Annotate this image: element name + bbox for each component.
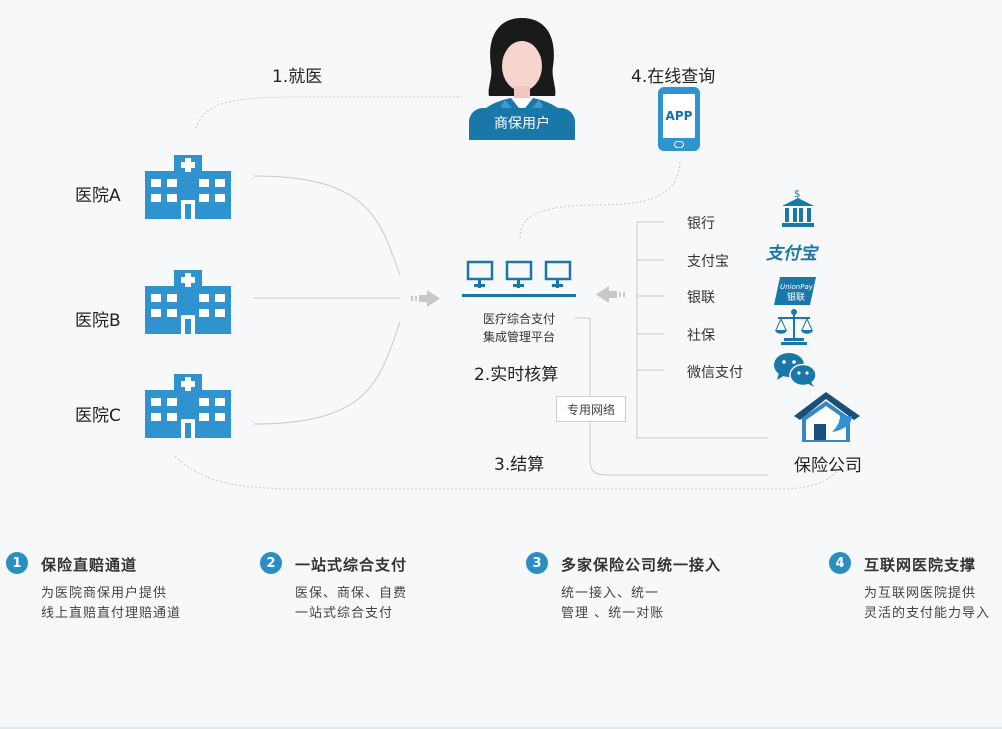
hospital-c-line bbox=[253, 321, 401, 425]
platform-label-line2: 集成管理平台 bbox=[482, 330, 555, 344]
step-1-label: 1.就医 bbox=[272, 67, 323, 87]
arrow-right-icon bbox=[411, 290, 440, 307]
hospital-a-icon bbox=[145, 155, 231, 219]
svg-text:支付宝: 支付宝 bbox=[766, 244, 820, 264]
svg-text:$: $ bbox=[794, 189, 800, 200]
feature-3-number: 3 bbox=[526, 552, 548, 574]
unionpay-icon: UnionPay 银联 bbox=[774, 277, 816, 305]
feature-1-title: 保险直赔通道 bbox=[41, 556, 138, 574]
bank-icon: $ bbox=[782, 189, 814, 227]
feature-2-title: 一站式综合支付 bbox=[295, 556, 408, 574]
svg-text:UnionPay: UnionPay bbox=[780, 283, 814, 291]
alipay-icon: 支付宝 bbox=[766, 244, 820, 264]
hospital-b-icon bbox=[145, 270, 231, 334]
step-4-label: 4.在线查询 bbox=[631, 67, 716, 87]
arrow-left-icon bbox=[596, 286, 625, 303]
dedicated-network-label: 专用网络 bbox=[556, 396, 626, 422]
network-monitors-icon bbox=[462, 260, 576, 297]
step1-line bbox=[195, 96, 462, 129]
feature-2-desc: 医保、商保、自费 一站式综合支付 bbox=[295, 586, 408, 621]
wechat-icon bbox=[774, 353, 817, 387]
app-phone-icon: APP bbox=[658, 87, 700, 151]
platform-label-line1: 医疗综合支付 bbox=[482, 312, 555, 326]
svg-text:银联: 银联 bbox=[787, 291, 805, 303]
feature-3-title: 多家保险公司统一接入 bbox=[561, 556, 722, 574]
pay-wechat-label: 微信支付 bbox=[687, 365, 743, 381]
pay-alipay-label: 支付宝 bbox=[687, 254, 729, 270]
hospital-c-icon bbox=[145, 374, 231, 438]
bottom-divider bbox=[0, 727, 1002, 729]
pay-social-label: 社保 bbox=[687, 328, 715, 344]
feature-1-desc: 为医院商保用户提供 线上直赔直付理赔通道 bbox=[41, 586, 182, 621]
feature-2-number: 2 bbox=[260, 552, 282, 574]
payment-bracket-line bbox=[636, 222, 768, 439]
scales-icon bbox=[775, 309, 813, 345]
step-2-label: 2.实时核算 bbox=[474, 365, 559, 385]
hospital-a-line bbox=[253, 175, 401, 276]
step4-line bbox=[519, 159, 681, 239]
network-line bbox=[575, 317, 768, 476]
feature-1-number: 1 bbox=[6, 552, 28, 574]
step3-line bbox=[174, 455, 839, 490]
app-label: APP bbox=[663, 94, 695, 138]
feature-4-desc: 为互联网医院提供 灵活的支付能力导入 bbox=[864, 586, 991, 621]
hospital-b-label: 医院B bbox=[75, 311, 121, 331]
house-shield-icon bbox=[794, 392, 860, 442]
feature-3-desc: 统一接入、统一 管理 、统一对账 bbox=[561, 586, 665, 621]
pay-unionpay-label: 银联 bbox=[687, 290, 715, 306]
insurer-label: 保险公司 bbox=[794, 456, 862, 476]
feature-4-number: 4 bbox=[829, 552, 851, 574]
hospital-c-label: 医院C bbox=[75, 406, 121, 426]
pay-bank-label: 银行 bbox=[687, 216, 715, 232]
user-label: 商保用户 bbox=[469, 108, 575, 138]
hospital-a-label: 医院A bbox=[75, 186, 121, 206]
step-3-label: 3.结算 bbox=[494, 455, 545, 475]
feature-4-title: 互联网医院支撑 bbox=[864, 556, 977, 574]
platform-label: 医疗综合支付 集成管理平台 bbox=[472, 310, 566, 346]
